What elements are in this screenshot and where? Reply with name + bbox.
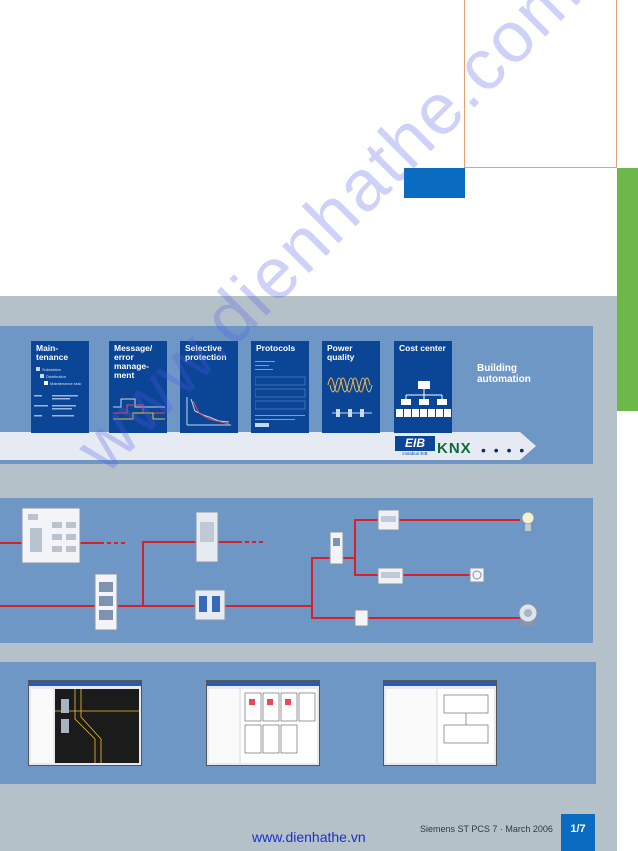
- card-cost-center: Cost center: [394, 341, 452, 433]
- card-power-quality: Power quality: [322, 341, 380, 433]
- eib-logo: EIB instabus EIB: [395, 436, 435, 458]
- switchgear-cabinet: [21, 507, 81, 564]
- card-message-error-management: Message/ error manage- ment: [109, 341, 167, 433]
- protection-curve-graphic: [186, 397, 231, 426]
- signal-graphic: [113, 398, 165, 420]
- card-selective-protection: Selective protection: [180, 341, 238, 433]
- card-maintenance: Main- tenance Substation Distribution Ma…: [31, 341, 89, 433]
- tree-child: Distribution: [40, 374, 66, 379]
- blue-accent-block: [404, 168, 465, 198]
- waveform-graphic: [327, 377, 373, 417]
- eib-logo-text: EIB: [395, 436, 435, 451]
- protocol-table-graphic: [255, 361, 306, 427]
- tree-root-label: Substation: [42, 367, 61, 372]
- distribution-board: [94, 573, 118, 631]
- website-link[interactable]: www.dienhathe.vn: [252, 829, 366, 845]
- screenshot-diagram-graphic: [55, 689, 139, 763]
- lamp-icon: [521, 511, 535, 531]
- card-title: Power quality: [327, 343, 355, 362]
- circuit-breaker-panel: [195, 511, 219, 563]
- orange-frame-decoration: [464, 0, 617, 168]
- knx-logo: KNX: [437, 440, 472, 457]
- screenshot-device-view: [383, 680, 497, 766]
- screenshot-cabinet-graphic: [241, 689, 317, 763]
- tree-root: Substation: [36, 367, 61, 372]
- screenshot-single-line-view: [28, 680, 142, 766]
- meter-box: [354, 609, 369, 627]
- screenshot-switchgear-view: [206, 680, 320, 766]
- tree-leaf: Maintenance task: [44, 381, 84, 386]
- sub-distribution-box: [329, 531, 344, 565]
- task-list-graphic: [34, 395, 78, 417]
- control-module-mid: [377, 567, 404, 585]
- card-title: Message/ error manage- ment: [114, 343, 153, 380]
- distribution-panel: [0, 498, 593, 643]
- distribution-diagram: [0, 507, 538, 631]
- socket-icon: [469, 567, 485, 583]
- page-number: 1/7: [561, 814, 595, 851]
- card-title: Protocols: [256, 343, 296, 353]
- green-side-tab: [617, 168, 638, 411]
- card-title: Cost center: [399, 343, 446, 353]
- tree-child-label: Distribution: [46, 374, 67, 379]
- screenshot-device-graphic: [438, 689, 494, 763]
- screenshots-panel: [0, 662, 596, 784]
- eib-caption: instabus EIB: [402, 451, 428, 456]
- building-automation-label: Building automation: [477, 363, 531, 385]
- tree-leaf-label: Maintenance task: [50, 381, 82, 386]
- card-title: Main- tenance: [36, 343, 69, 362]
- card-protocols: Protocols: [251, 341, 309, 433]
- footer-text: Siemens ST PCS 7 · March 2006: [420, 824, 553, 834]
- motor-icon: [518, 603, 538, 626]
- ellipsis-dots: • • • •: [481, 442, 527, 458]
- control-module-top: [377, 509, 400, 531]
- cost-tree-graphic: [396, 381, 451, 417]
- card-title: Selective protection: [185, 343, 227, 362]
- breaker-module: [194, 589, 226, 621]
